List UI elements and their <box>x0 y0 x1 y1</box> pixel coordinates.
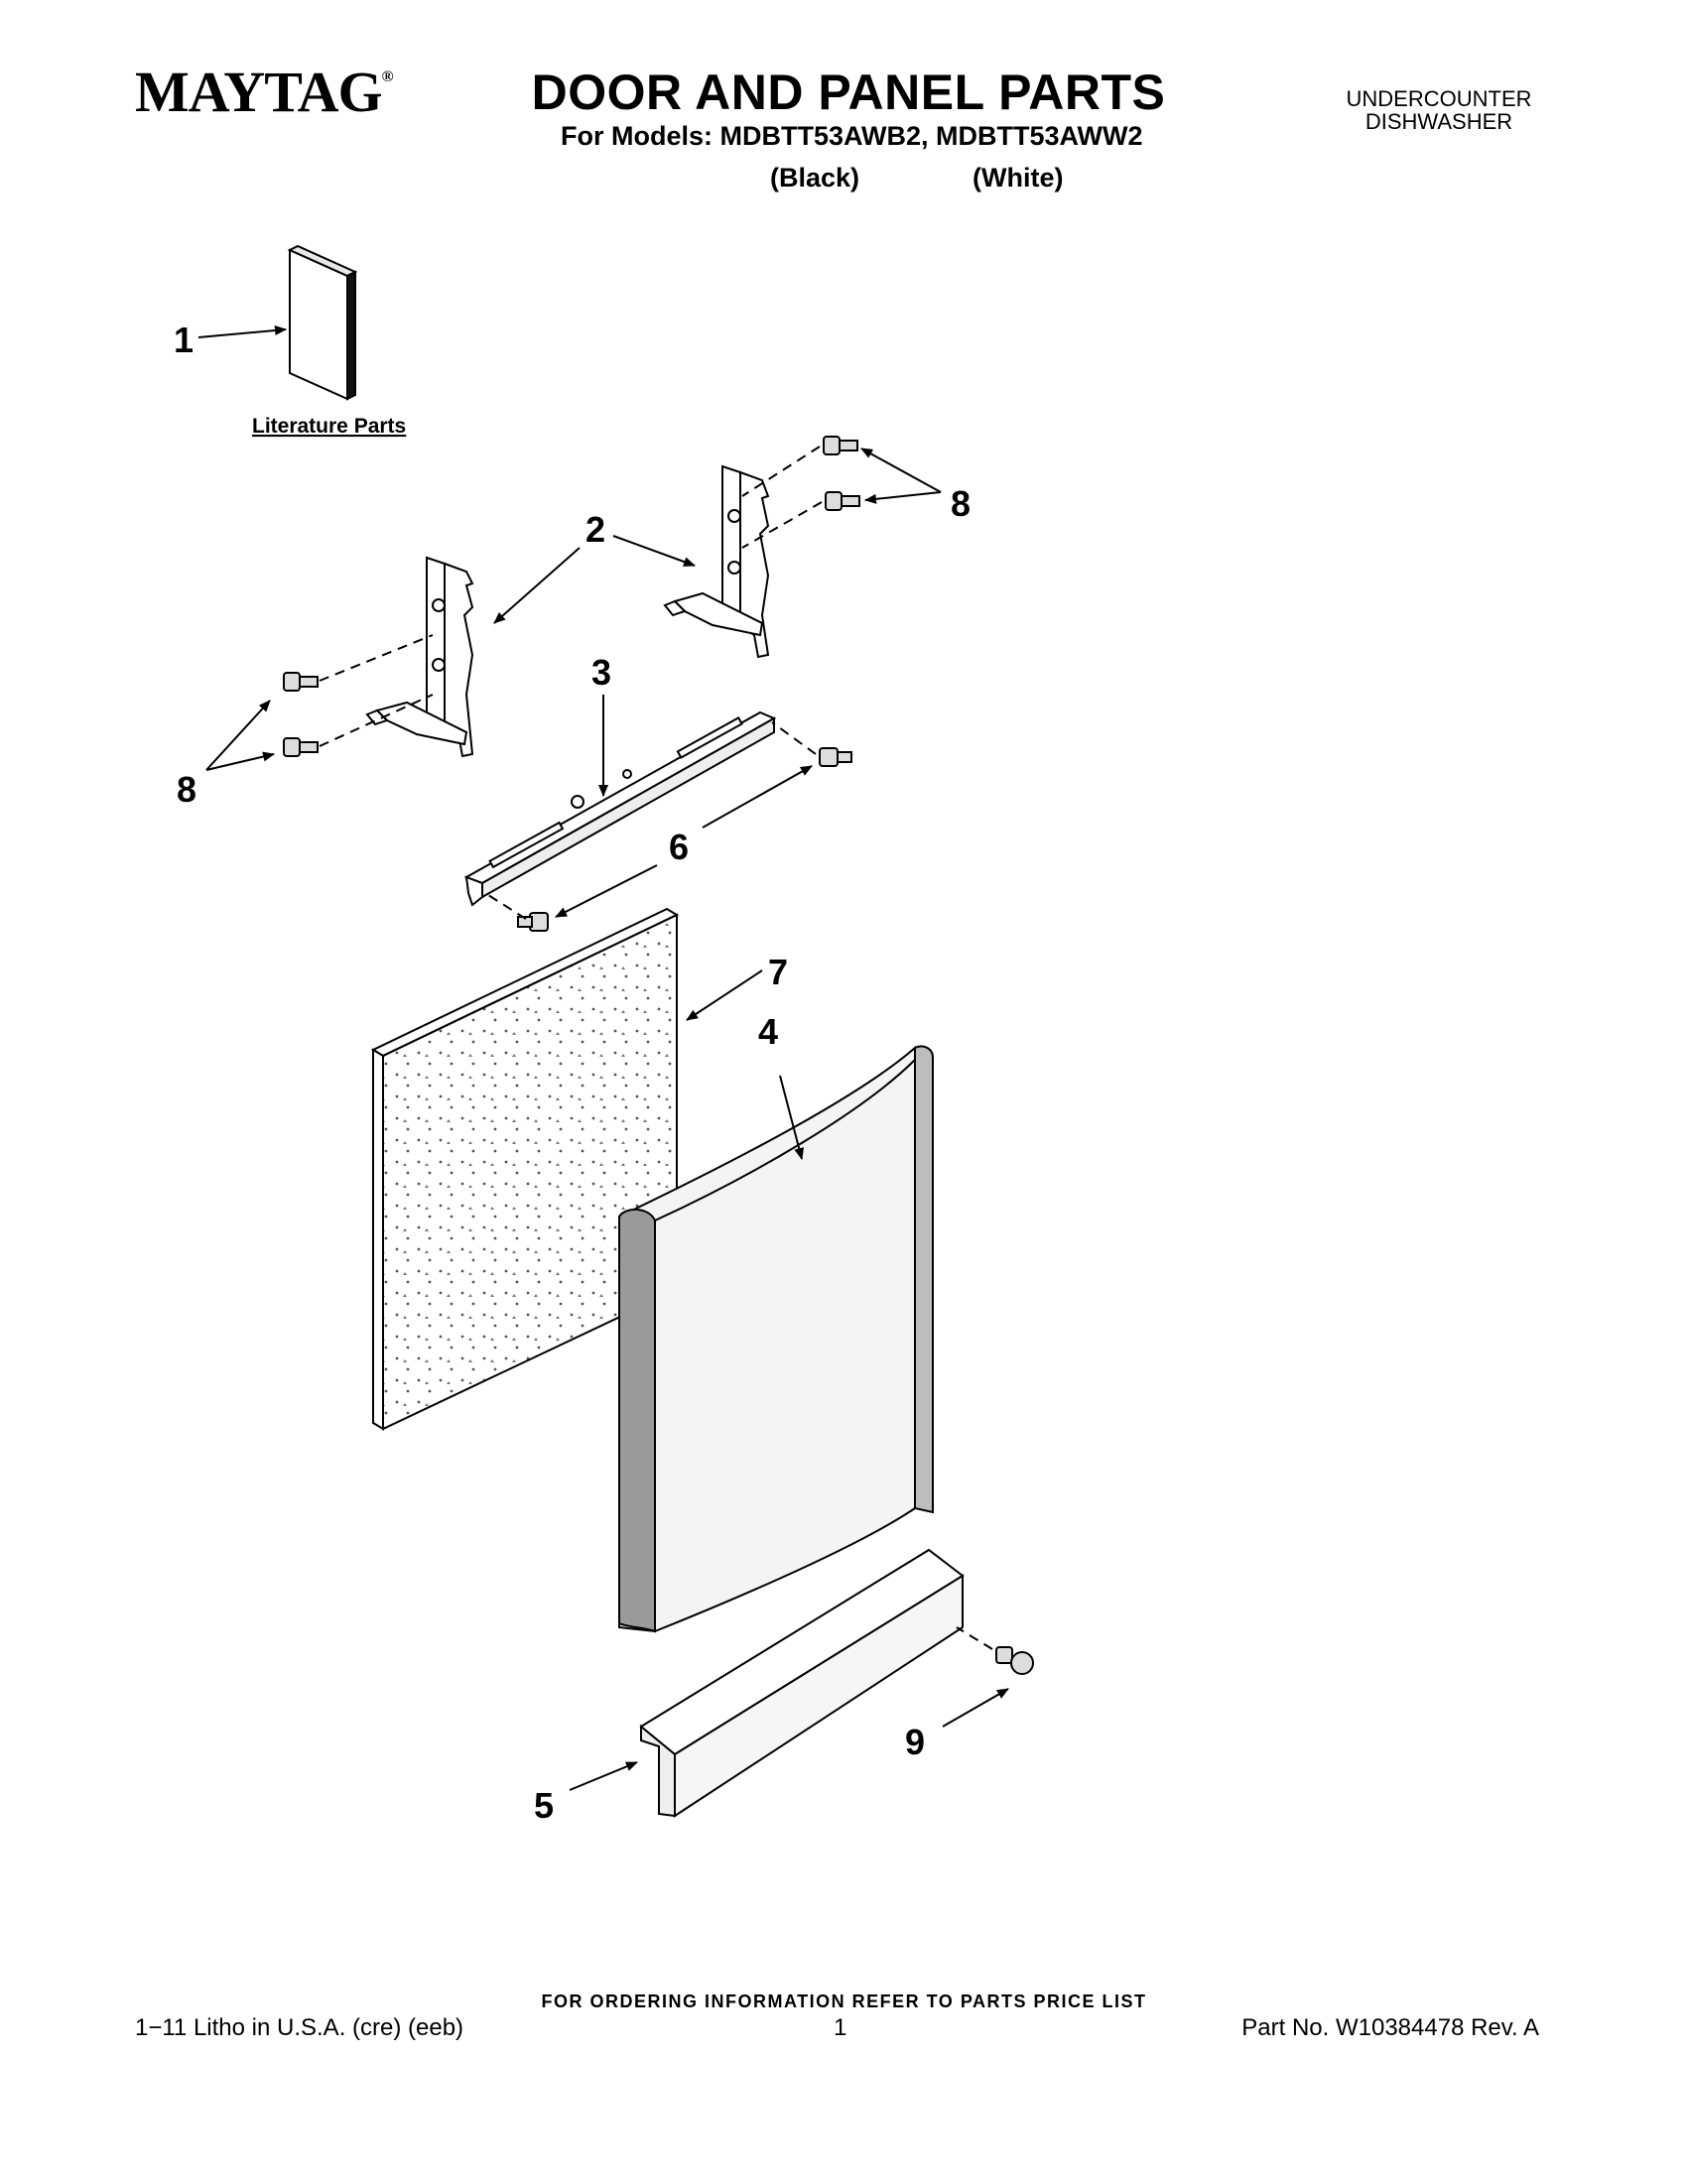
leader-line-7 <box>686 969 763 1021</box>
leader-line-2a <box>612 535 696 567</box>
ordering-note: FOR ORDERING INFORMATION REFER TO PARTS … <box>541 1991 1147 2011</box>
leader-line-9 <box>942 1688 1009 1728</box>
rail-screw-left <box>517 912 549 932</box>
toe-kick-panel <box>639 1548 965 1818</box>
literature-booklet <box>287 244 358 401</box>
registered-mark: ® <box>381 68 394 85</box>
callout-5: 5 <box>534 1785 554 1826</box>
callout-8-right: 8 <box>951 483 971 524</box>
leader-line-6b <box>555 864 658 918</box>
leader-line-2b <box>493 547 581 624</box>
toe-kick-screw <box>995 1646 1034 1675</box>
leader-line-8b-2 <box>205 751 275 771</box>
leader-line-6a <box>702 765 813 829</box>
callout-7: 7 <box>768 952 788 992</box>
page-number: 1 <box>834 2014 847 2041</box>
rail-screw-right <box>819 747 852 767</box>
brand-logo: MAYTAG® <box>135 64 394 121</box>
screw-left-2 <box>283 737 319 757</box>
dashed-guide-left-1 <box>319 634 434 682</box>
screw-upper-right-2 <box>825 491 860 511</box>
dashed-guide-right-2 <box>741 501 823 549</box>
mounting-bracket-right <box>663 464 770 659</box>
leader-line-8a-2 <box>864 491 942 504</box>
models-line: For Models: MDBTT53AWB2, MDBTT53AWW2 <box>561 121 1143 151</box>
callout-3: 3 <box>591 652 611 693</box>
product-type-line1: UNDERCOUNTER <box>1346 86 1532 111</box>
callout-8-left: 8 <box>177 769 196 810</box>
screw-left-1 <box>283 672 319 692</box>
screw-upper-right-1 <box>823 436 858 455</box>
callout-2: 2 <box>585 509 605 550</box>
leader-line-5 <box>569 1761 638 1791</box>
variant-white-label: (White) <box>973 163 1064 193</box>
literature-parts-label: Literature Parts <box>252 415 406 438</box>
callout-6: 6 <box>669 827 689 867</box>
product-type: UNDERCOUNTER DISHWASHER <box>1290 87 1588 133</box>
callout-4: 4 <box>758 1011 778 1052</box>
litho-info: 1−11 Litho in U.S.A. (cre) (eeb) <box>135 2014 464 2041</box>
part-number: Part No. W10384478 Rev. A <box>1241 2014 1539 2041</box>
brand-name: MAYTAG <box>135 60 383 124</box>
variant-black-label: (Black) <box>770 163 860 193</box>
dashed-guide-rail-left <box>487 894 527 920</box>
leader-line-4 <box>779 1075 805 1160</box>
leader-line-8a-1 <box>860 448 942 493</box>
leader-line-1 <box>197 325 287 338</box>
callout-9: 9 <box>905 1722 925 1762</box>
exploded-parts-diagram: 1 Literature Parts 2 8 <box>174 244 1034 1826</box>
leader-line-8b-1 <box>205 700 271 771</box>
outer-door-panel <box>618 1045 934 1633</box>
dashed-guide-toe-kick <box>956 1626 993 1650</box>
mounting-bracket-left <box>365 556 474 758</box>
dashed-guide-left-2 <box>319 694 434 747</box>
dashed-guide-right-1 <box>741 446 821 497</box>
decor-panel <box>370 907 680 1431</box>
page-title: DOOR AND PANEL PARTS <box>531 64 1166 120</box>
mounting-rail <box>463 710 777 907</box>
dashed-guide-rail-right <box>771 721 817 755</box>
callout-1: 1 <box>174 320 194 360</box>
product-type-line2: DISHWASHER <box>1364 109 1513 135</box>
